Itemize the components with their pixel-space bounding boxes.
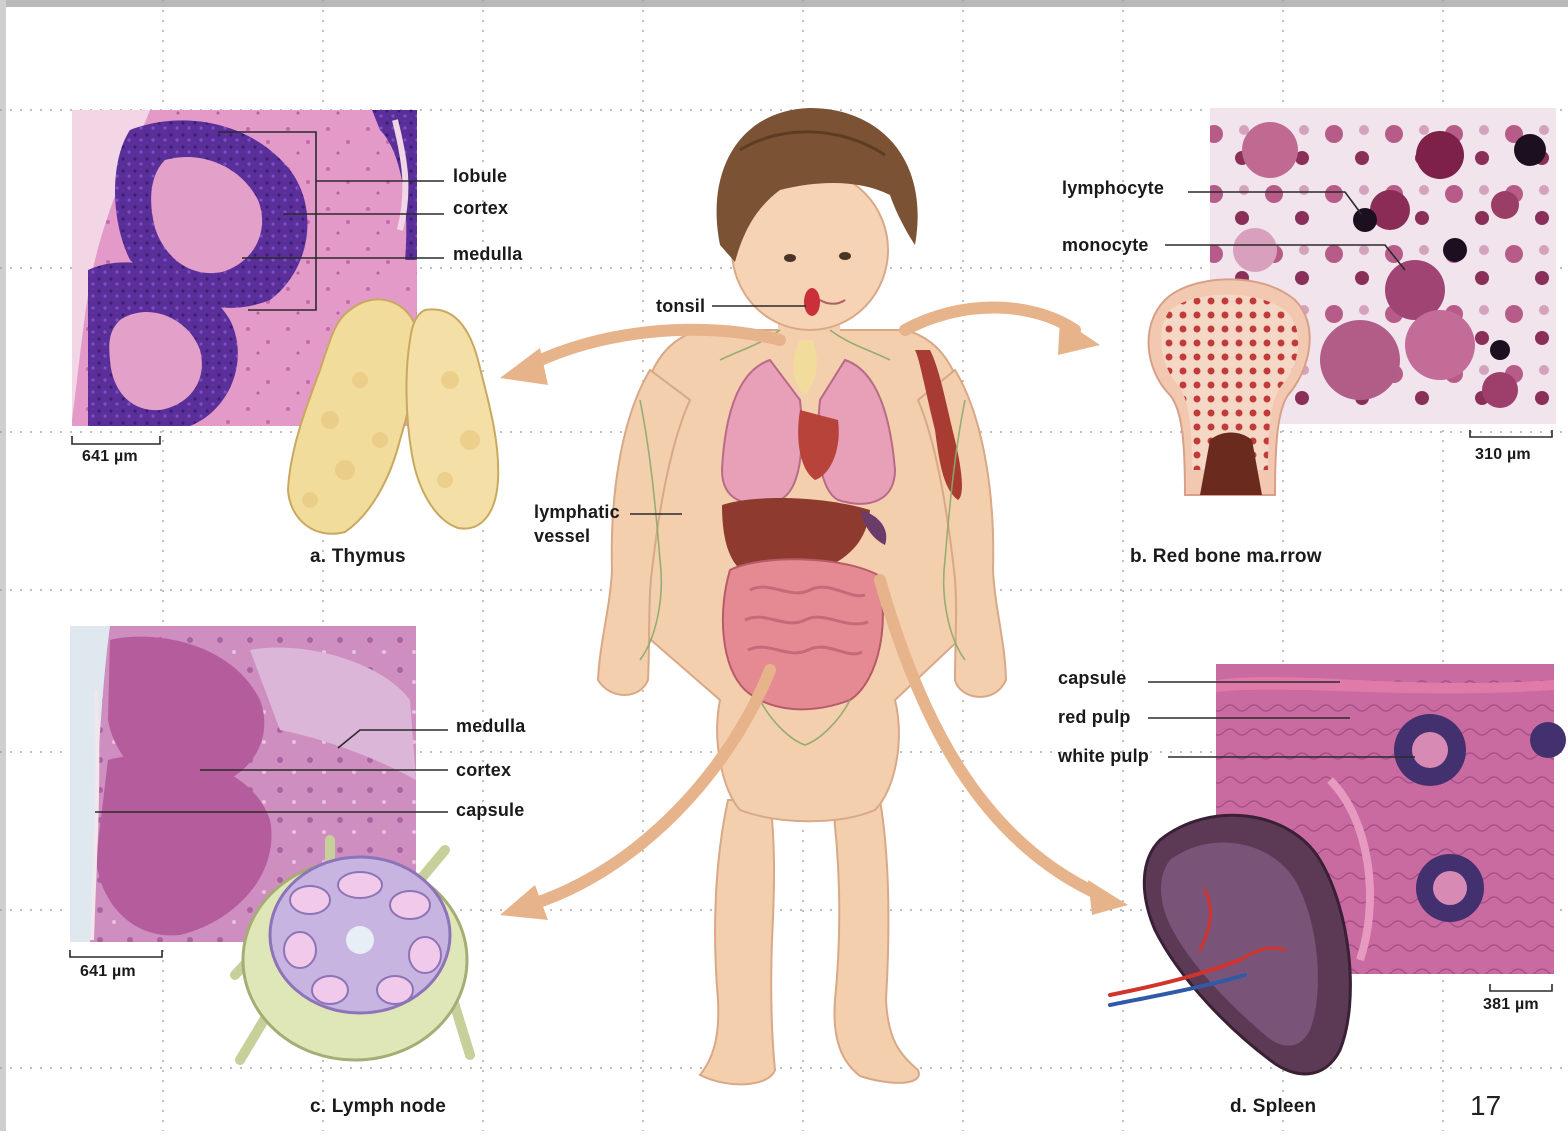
spleen-caption: d. Spleen bbox=[1230, 1096, 1316, 1118]
tonsil-label: tonsil bbox=[656, 296, 705, 317]
thymus-label-cortex: cortex bbox=[453, 198, 508, 219]
thymus-scale-bar bbox=[72, 436, 160, 444]
lymph-node-label-medulla: medulla bbox=[456, 716, 525, 737]
spleen-label-red-pulp: red pulp bbox=[1058, 707, 1131, 728]
thymus-label-lobule: lobule bbox=[453, 166, 507, 187]
marrow-label-lymphocyte: lymphocyte bbox=[1062, 178, 1164, 199]
bone-illustration bbox=[1149, 279, 1310, 495]
page-number: 17 bbox=[1470, 1090, 1501, 1122]
spleen-illustration bbox=[1110, 815, 1350, 1074]
child-body-illustration bbox=[598, 108, 1006, 1084]
lymph-node-label-cortex: cortex bbox=[456, 760, 511, 781]
marrow-label-monocyte: monocyte bbox=[1062, 235, 1149, 256]
lymphatic-vessel-label: lymphatic vessel bbox=[534, 500, 620, 548]
lymphatic-vessel-line-1: lymphatic bbox=[534, 500, 620, 524]
marrow-scale-label: 310 µm bbox=[1475, 446, 1531, 464]
thymus-scale-label: 641 µm bbox=[82, 448, 138, 466]
top-border bbox=[0, 0, 1568, 7]
spleen-label-capsule: capsule bbox=[1058, 668, 1126, 689]
lymph-node-scale-bar bbox=[70, 950, 162, 957]
left-border bbox=[0, 0, 6, 1131]
lymph-node-scale-label: 641 µm bbox=[80, 963, 136, 981]
lymph-node-label-capsule: capsule bbox=[456, 800, 524, 821]
marrow-scale-bar bbox=[1470, 430, 1552, 437]
marrow-caption: b. Red bone ma.rrow bbox=[1130, 546, 1322, 568]
thymus-label-medulla: medulla bbox=[453, 244, 522, 265]
lymph-node-caption: c. Lymph node bbox=[310, 1096, 446, 1118]
spleen-label-white-pulp: white pulp bbox=[1058, 746, 1149, 767]
spleen-scale-bar bbox=[1490, 984, 1552, 991]
lymphatic-vessel-line-2: vessel bbox=[534, 524, 620, 548]
thymus-caption: a. Thymus bbox=[310, 546, 406, 568]
spleen-scale-label: 381 µm bbox=[1483, 996, 1539, 1014]
